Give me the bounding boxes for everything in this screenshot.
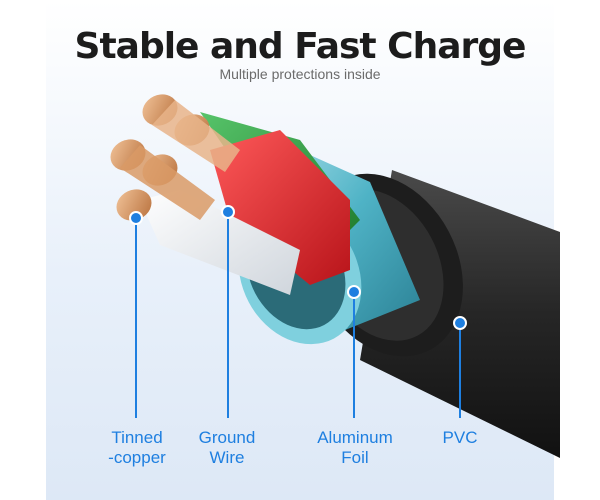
label-ground-wire: Ground Wire [187, 428, 267, 468]
label-tinned-copper-line1: Tinned [111, 428, 163, 447]
callout-tinned-copper [129, 211, 143, 418]
page-title: Stable and Fast Charge [74, 26, 527, 67]
label-pvc-line1: PVC [442, 428, 478, 447]
label-aluminum-foil-line2: Foil [341, 448, 369, 467]
label-ground-wire-line1: Ground [198, 428, 256, 447]
label-pvc: PVC [430, 428, 490, 448]
label-tinned-copper-line2: -copper [108, 448, 166, 467]
label-aluminum-foil-line1: Aluminum [317, 428, 393, 447]
label-tinned-copper: Tinned -copper [97, 428, 177, 468]
label-aluminum-foil: Aluminum Foil [300, 428, 410, 468]
copper-strands [110, 94, 240, 221]
callout-pvc [453, 316, 467, 418]
callout-ground-wire [221, 205, 235, 418]
page-subtitle: Multiple protections inside [219, 66, 381, 82]
callout-aluminum-foil [347, 285, 361, 418]
red-wire [210, 130, 350, 285]
label-ground-wire-line2: Wire [209, 448, 245, 467]
white-wire [140, 190, 300, 295]
